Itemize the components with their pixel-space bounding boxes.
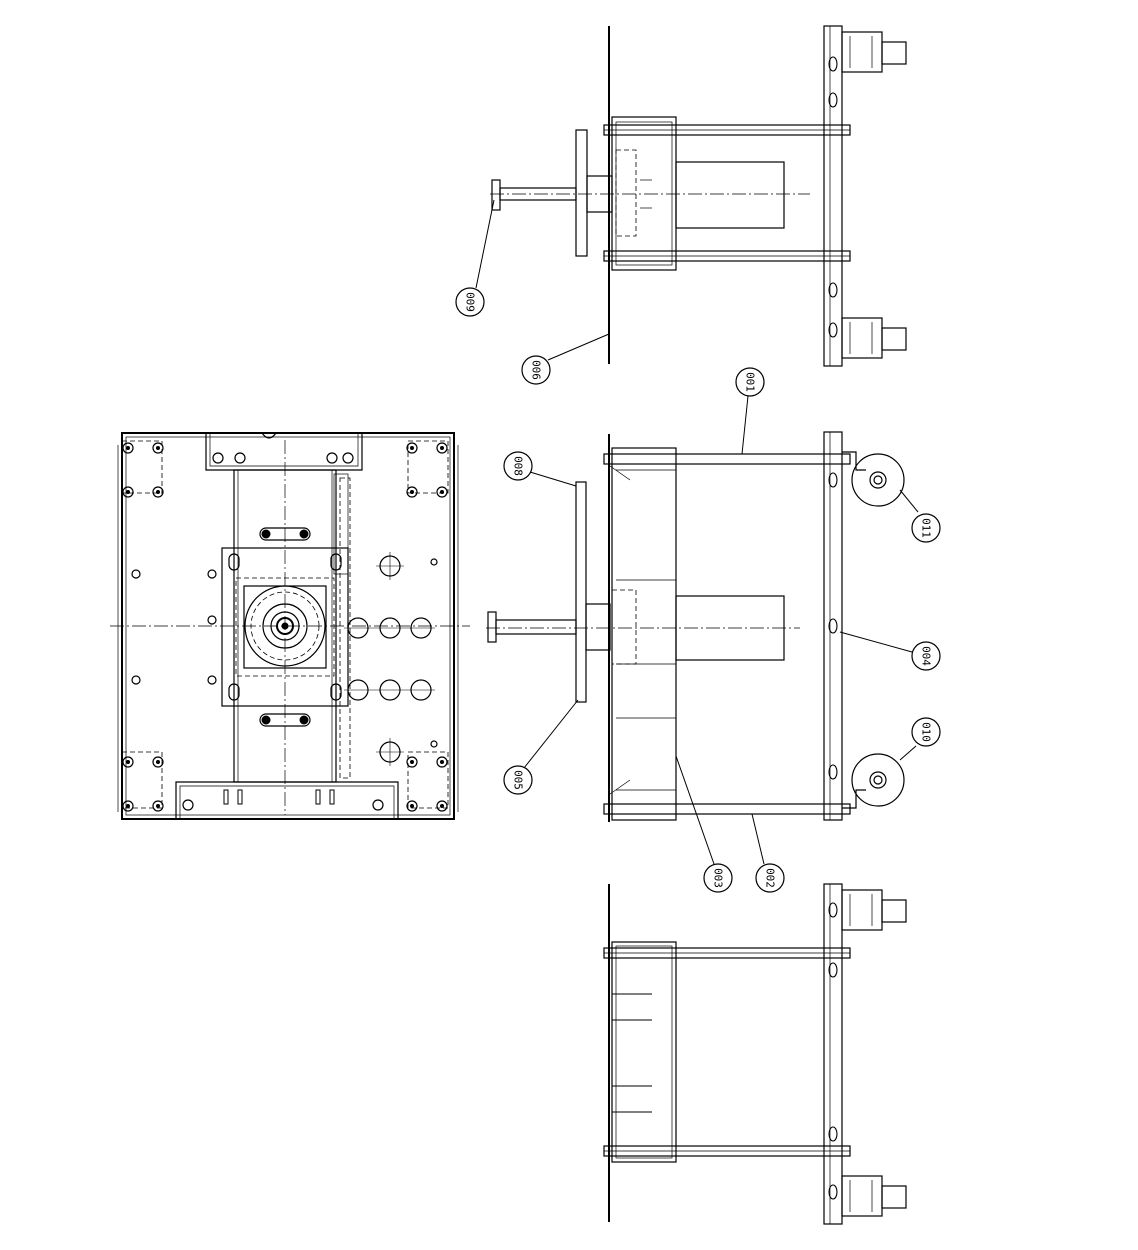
callout-008-label: 008 [512,456,525,476]
callout-001: 001 [735,367,765,397]
callout-002: 002 [755,863,785,893]
callout-003: 003 [703,863,733,893]
callout-006-label: 006 [530,360,543,380]
callout-011-label: 011 [920,518,933,538]
callout-003-label: 003 [712,868,725,888]
callout-009-label: 009 [464,292,477,312]
callout-010: 010 [911,717,941,747]
callout-006: 006 [521,355,551,385]
side-view-bottom [603,883,907,1225]
callout-010-label: 010 [920,722,933,742]
top-view [110,432,470,820]
side-view-middle [486,431,905,822]
callout-009: 009 [455,287,485,317]
callout-011: 011 [911,513,941,543]
callout-008: 008 [503,451,533,481]
callout-004-label: 004 [920,646,933,666]
callout-005: 005 [503,765,533,795]
callout-005-label: 005 [512,770,525,790]
callout-004: 004 [911,641,941,671]
callout-001-label: 001 [744,372,757,392]
callout-002-label: 002 [764,868,777,888]
leader-lines [475,199,919,865]
side-view-top [490,25,907,367]
